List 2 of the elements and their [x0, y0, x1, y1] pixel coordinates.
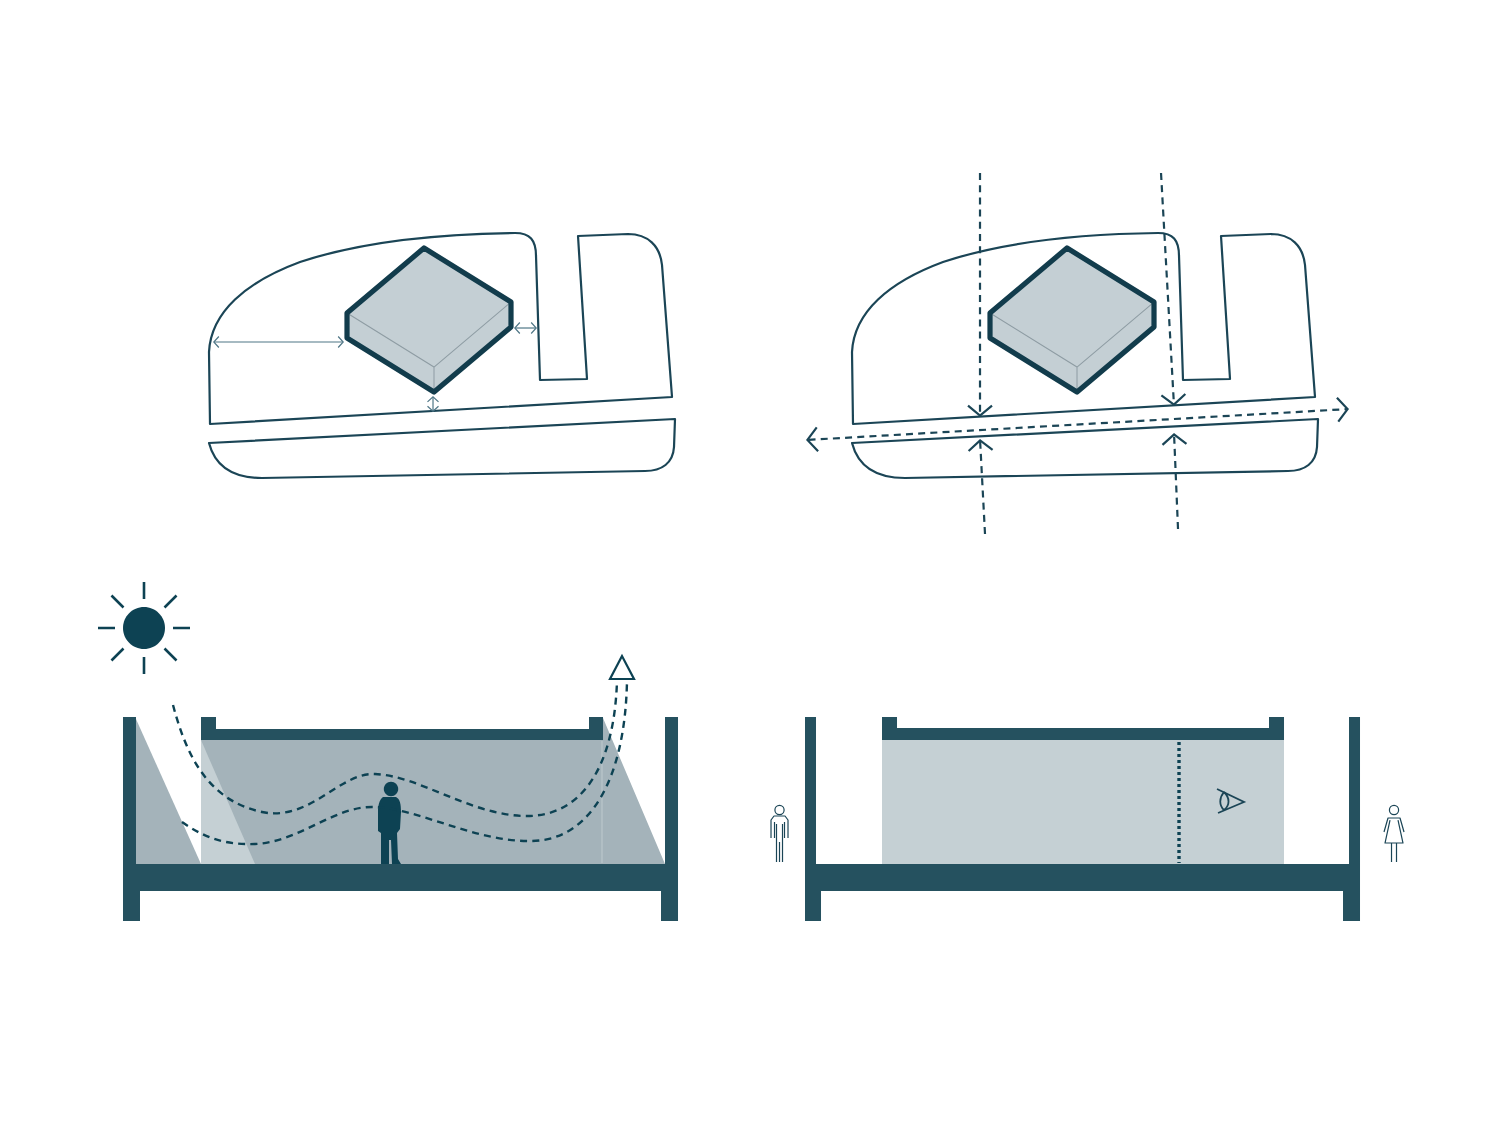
building-block: [987, 245, 1157, 395]
building-block: [344, 245, 514, 395]
